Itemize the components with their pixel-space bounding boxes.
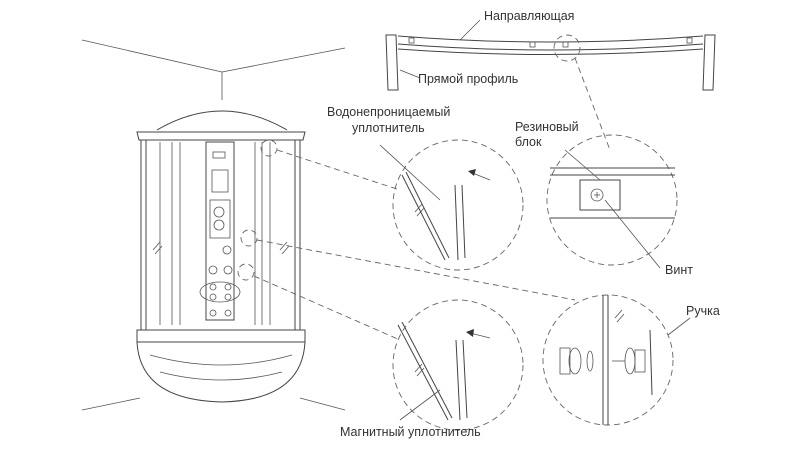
label-rubber-block-2: блок <box>515 135 542 149</box>
detail-handle <box>542 294 691 426</box>
label-straight-profile: Прямой профиль <box>418 72 519 86</box>
shower-cabin <box>136 110 306 403</box>
label-waterproof-seal-1: Водонепроницаемый <box>327 105 451 119</box>
detail-magnetic-seal <box>392 299 524 431</box>
label-rubber-block-1: Резиновый <box>515 120 579 134</box>
leader-seal <box>276 149 401 191</box>
label-guide-rail: Направляющая <box>484 9 575 23</box>
label-screw: Винт <box>665 263 693 277</box>
leader-handle <box>256 239 576 301</box>
label-magnetic-seal: Магнитный уплотнитель <box>340 425 481 439</box>
room-corner <box>81 39 346 411</box>
detail-rubber-block <box>546 134 678 269</box>
leader-magnetic <box>253 275 401 341</box>
label-waterproof-seal-2: уплотнитель <box>352 121 425 135</box>
detail-waterproof-seal <box>379 139 524 271</box>
label-handle: Ручка <box>686 304 720 318</box>
top-rail-detail <box>385 19 716 151</box>
